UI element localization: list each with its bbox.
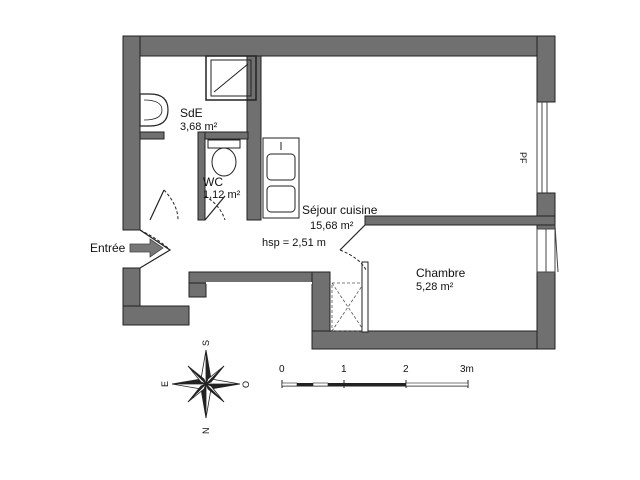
windows xyxy=(536,102,559,273)
chambre-door xyxy=(339,224,366,251)
scale-label-3: 3m xyxy=(460,364,474,375)
compass-e: E xyxy=(160,381,170,387)
closet-door-frame xyxy=(361,261,369,333)
doors xyxy=(139,189,367,271)
kitchen xyxy=(262,137,300,219)
wall-top xyxy=(122,35,556,57)
walls xyxy=(122,35,556,350)
label-pf: PF xyxy=(518,152,528,164)
label-sde-name: SdE xyxy=(180,106,203,120)
closet-box xyxy=(331,282,365,332)
toilet-bowl xyxy=(211,147,237,177)
closet-diag-2 xyxy=(331,282,365,332)
compass-n: N xyxy=(201,428,211,435)
arrow-icon xyxy=(129,238,164,258)
compass-o: O xyxy=(241,381,251,388)
sink xyxy=(139,93,169,127)
label-sejour-name: Séjour cuisine xyxy=(302,203,378,217)
scale-seg-e xyxy=(344,383,406,386)
label-hsp: hsp = 2,51 m xyxy=(262,237,326,249)
sink-basin xyxy=(139,93,169,127)
kitchen-sink-1 xyxy=(266,153,296,181)
label-chambre-area: 5,28 m² xyxy=(416,281,454,293)
shower-diag xyxy=(213,63,249,93)
wall-left-upper xyxy=(122,35,141,231)
shower-tray xyxy=(205,55,257,101)
wall-wc-left xyxy=(197,131,206,221)
wall-partition xyxy=(364,215,556,226)
toilet-tank xyxy=(207,139,241,149)
wall-bottom-left xyxy=(122,305,190,326)
label-wc-name: WC xyxy=(203,175,223,189)
wall-sde-door-stub xyxy=(139,131,165,140)
scale-seg-c xyxy=(312,382,329,387)
compass-rose: S N E O xyxy=(160,340,251,434)
scale-label-0: 0 xyxy=(279,364,285,375)
compass-star-icon xyxy=(171,349,241,419)
scale-seg-a xyxy=(281,382,298,387)
shower xyxy=(205,55,257,101)
closet-diag-1 xyxy=(331,282,365,332)
label-chambre-name: Chambre xyxy=(416,266,466,280)
sink-inner xyxy=(143,99,163,121)
wall-right-lower xyxy=(536,271,556,350)
toilet xyxy=(207,139,241,177)
scale-seg-b xyxy=(297,383,313,386)
window-chambre-out xyxy=(554,224,559,273)
wall-sde-right xyxy=(246,55,262,221)
label-sejour-area: 15,68 m² xyxy=(310,220,354,232)
scale-label-2: 2 xyxy=(403,364,409,375)
sde-door xyxy=(149,189,165,221)
scale-seg-f xyxy=(405,382,469,387)
entry-arrow xyxy=(129,238,164,258)
chambre-door-arc xyxy=(339,249,367,271)
label-sde-area: 3,68 m² xyxy=(180,121,218,133)
scale-seg-d xyxy=(328,383,344,386)
wc-door xyxy=(204,195,226,221)
label-wc-area: 1,12 m² xyxy=(203,189,241,201)
wall-corridor-top xyxy=(188,271,331,284)
closet xyxy=(331,282,365,332)
scale-bar: 0 1 2 3m xyxy=(279,364,474,388)
shower-inner xyxy=(210,59,252,97)
scale-label-1: 1 xyxy=(341,364,347,375)
wall-bottom xyxy=(311,330,556,350)
label-entree: Entrée xyxy=(90,241,126,255)
wall-right-upper xyxy=(536,35,556,103)
compass-s: S xyxy=(201,340,211,346)
wc-door-arc xyxy=(204,195,226,221)
kitchen-sink-2 xyxy=(266,185,296,213)
sde-door-arc xyxy=(163,189,179,221)
entry-door-arc xyxy=(139,229,171,251)
